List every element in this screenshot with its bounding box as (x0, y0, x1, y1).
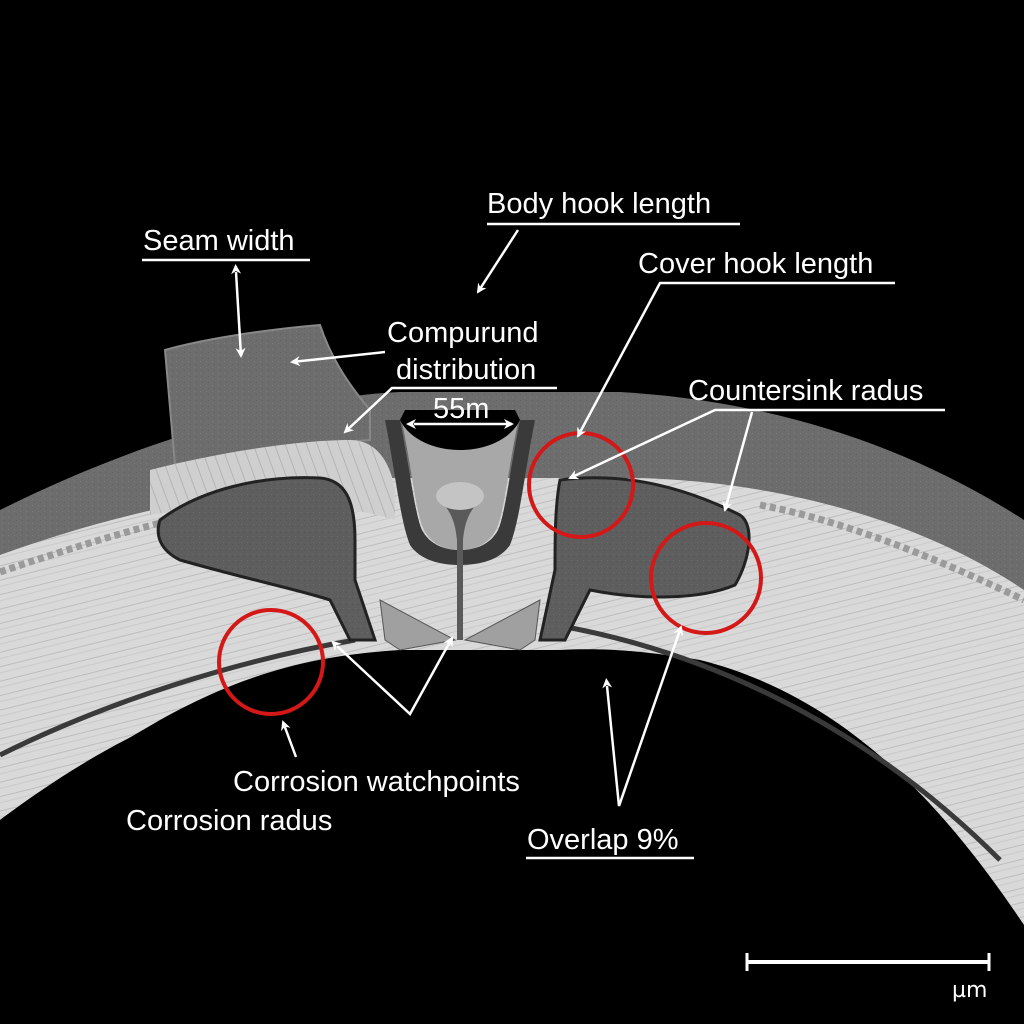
cover-hook-leader (576, 281, 895, 438)
scale-bar-unit: µm (952, 978, 987, 1003)
seam-width-arrow (231, 264, 246, 358)
central-bulb (436, 482, 484, 510)
gap-measure-label: 55m (433, 393, 489, 425)
compound-label-line2: distribution (396, 354, 536, 386)
corrosion-watchpoints-label: Corrosion watchpoints (233, 766, 520, 798)
countersink-radius-label: Countersink radus (688, 375, 923, 407)
body-hook-length-label: Body hook length (487, 188, 711, 220)
right-hook (538, 476, 751, 642)
overlap-leader (602, 625, 684, 807)
seam-width-label: Seam width (143, 225, 295, 257)
corrosion-watch-leader (331, 636, 454, 717)
label-underlines (142, 222, 740, 860)
countersink-ring (649, 521, 763, 635)
annotation-arrows (231, 229, 945, 807)
central-channel (385, 420, 535, 565)
corrosion-radius-arrow (281, 720, 298, 758)
corrosion-radius-label: Corrosion radus (126, 805, 332, 837)
countersink-arrow-2 (722, 411, 754, 512)
central-stalk (438, 498, 482, 640)
bottom-wedge-right (463, 599, 541, 651)
overlap-label: Overlap 9% (527, 824, 679, 856)
tissue-band (0, 478, 1024, 925)
compound-leader (343, 386, 557, 434)
lower-void (0, 650, 1024, 1024)
countersink-leader (568, 408, 945, 480)
body-hook-arrow (476, 229, 520, 294)
compound-block-arrow (290, 350, 386, 367)
corrosion-ring (217, 608, 325, 716)
left-hook (156, 476, 378, 642)
scale-bar (745, 953, 991, 971)
cover-hook-length-label: Cover hook length (638, 248, 873, 280)
granular-layer (0, 501, 1024, 604)
compound-label-line1: Compurund (387, 317, 539, 349)
